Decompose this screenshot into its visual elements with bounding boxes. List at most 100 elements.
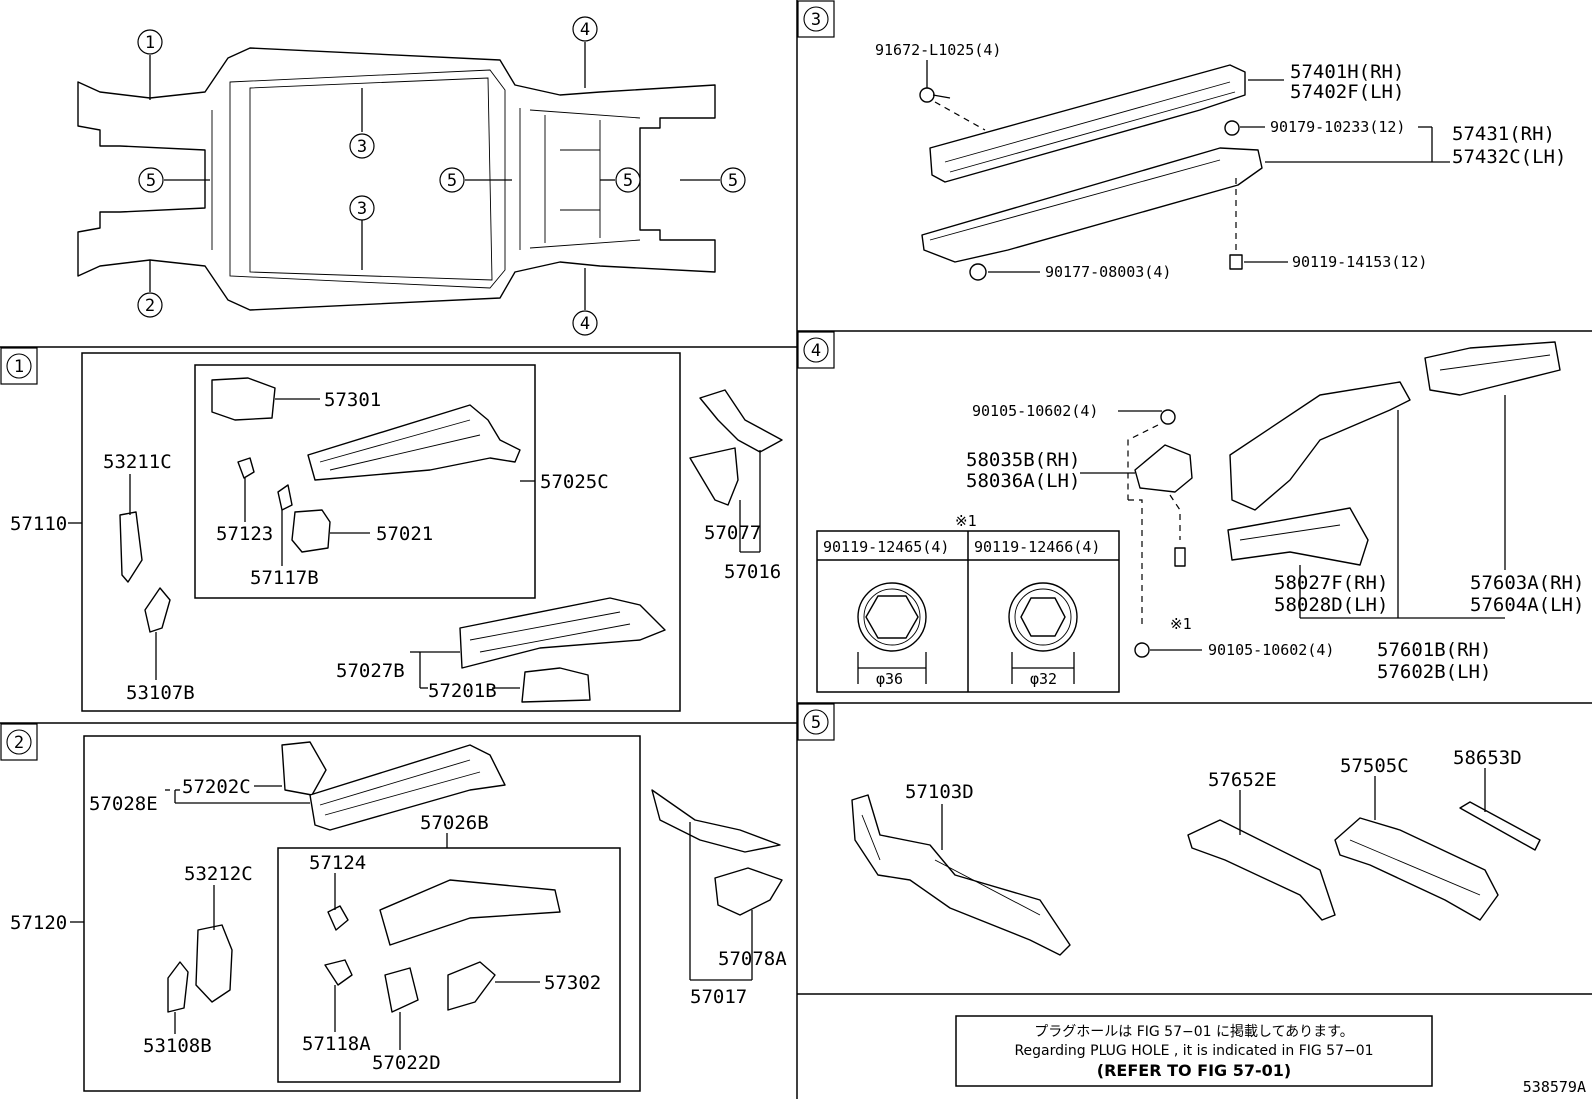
label-57117b: 57117B <box>250 567 319 589</box>
part-57103d-shape <box>851 794 1071 956</box>
section-4: 90119-12465(4) 90119-12466(4) φ36 φ32 ※1 <box>816 341 1584 693</box>
table-header-90119-12466: 90119-12466(4) <box>974 538 1100 556</box>
label-90105-10602-bottom: 90105-10602(4) <box>1208 641 1334 659</box>
part-57118a-shape <box>324 959 353 986</box>
label-57202c: 57202C <box>182 776 251 798</box>
label-90119-14153: 90119-14153(12) <box>1292 253 1427 271</box>
part-57401h-shape <box>929 64 1246 183</box>
part-53212c-shape <box>195 924 233 1003</box>
diameter-32: φ32 <box>1030 670 1057 688</box>
label-57602b: 57602B(LH) <box>1377 661 1491 683</box>
label-57120: 57120 <box>10 912 67 934</box>
label-57026b: 57026B <box>420 812 489 834</box>
label-57201b: 57201B <box>428 680 497 702</box>
label-57431: 57431(RH) <box>1452 123 1555 145</box>
label-57027b: 57027B <box>336 660 405 682</box>
svg-text:2: 2 <box>145 296 155 316</box>
label-58027f: 58027F(RH) <box>1274 572 1388 594</box>
part-57021-shape <box>291 509 331 553</box>
label-57025c: 57025C <box>540 471 609 493</box>
label-53108b: 53108B <box>143 1035 212 1057</box>
callout-5a: 5 <box>138 167 164 193</box>
part-57301-shape <box>211 377 276 421</box>
label-57603a: 57603A(RH) <box>1470 572 1584 594</box>
plug-hole-note: プラグホールは FIG 57−01 に掲載してあります。 Regarding P… <box>955 1015 1433 1087</box>
svg-text:2: 2 <box>14 733 24 753</box>
svg-text:4: 4 <box>811 341 821 361</box>
part-57025c-shape <box>307 404 521 481</box>
part-57022d-shape <box>384 967 419 1013</box>
svg-text:5: 5 <box>623 171 633 191</box>
section-1: 57110 53211C 53107B 57301 57025C 57123 5… <box>10 352 783 712</box>
section-tag-1: 1 <box>0 347 38 385</box>
part-57027b-shape <box>459 597 666 669</box>
part-57201b-shape <box>521 667 591 703</box>
label-53107b: 53107B <box>126 682 195 704</box>
part-57603a-shape <box>1424 341 1561 396</box>
section-tag-3: 3 <box>797 0 835 38</box>
section-tag-2: 2 <box>0 723 38 761</box>
svg-text:5: 5 <box>728 171 738 191</box>
section-tag-4: 4 <box>797 331 835 369</box>
part-58035b-shape <box>1134 444 1193 493</box>
part-57202c-shape <box>281 741 327 796</box>
label-57016: 57016 <box>724 561 781 583</box>
callout-3b: 3 <box>349 195 375 221</box>
section-5: 57103D 57652E 57505C 58653D <box>851 747 1541 956</box>
label-57110: 57110 <box>10 513 67 535</box>
label-57604a: 57604A(LH) <box>1470 594 1584 616</box>
note-reference: (REFER TO FIG 57-01) <box>1097 1061 1291 1080</box>
svg-text:5: 5 <box>811 713 821 733</box>
label-57652e: 57652E <box>1208 769 1277 791</box>
note-mark-2: ※1 <box>1170 615 1192 633</box>
label-57077: 57077 <box>704 522 761 544</box>
svg-text:3: 3 <box>357 137 367 157</box>
svg-text:1: 1 <box>145 33 155 53</box>
part-53107b-shape <box>144 587 171 633</box>
part-57017-shape <box>714 867 783 916</box>
diameter-36: φ36 <box>876 670 903 688</box>
svg-text:4: 4 <box>580 20 590 40</box>
part-57124-shape <box>327 905 349 931</box>
part-53108b-shape <box>167 961 189 1013</box>
callout-4a: 4 <box>572 16 598 42</box>
part-57078a-shape <box>651 789 781 853</box>
label-57022d: 57022D <box>372 1052 441 1074</box>
callout-3a: 3 <box>349 133 375 159</box>
part-57117b-shape <box>277 484 293 511</box>
label-57401h: 57401H(RH) <box>1290 61 1404 83</box>
chassis-overview: 1 2 3 3 4 4 5 5 <box>77 16 746 336</box>
label-57118a: 57118A <box>302 1033 371 1055</box>
svg-text:3: 3 <box>811 10 821 30</box>
bolt-size-table: 90119-12465(4) 90119-12466(4) φ36 φ32 <box>816 530 1120 693</box>
label-57028e: 57028E <box>89 793 158 815</box>
label-58028d: 58028D(LH) <box>1274 594 1388 616</box>
svg-text:1: 1 <box>14 357 24 377</box>
part-57505c-shape <box>1334 817 1499 921</box>
section-3: 91672-L1025(4) 57401H(RH) 57402F(LH) 901… <box>875 41 1566 281</box>
part-57652e-shape <box>1187 819 1336 921</box>
part-57077-shape <box>699 389 783 453</box>
label-57505c: 57505C <box>1340 755 1409 777</box>
label-53211c: 53211C <box>103 451 172 473</box>
part-53211c-shape <box>119 511 143 583</box>
label-90105-10602-top: 90105-10602(4) <box>972 402 1098 420</box>
section-2: 57120 57028E 57202C 57026B 53212C 53108B… <box>10 735 787 1092</box>
note-japanese: プラグホールは FIG 57−01 に掲載してあります。 <box>1034 1024 1354 1040</box>
label-53212c: 53212C <box>184 863 253 885</box>
part-58027f-shape <box>1227 507 1369 566</box>
callout-5b: 5 <box>439 167 465 193</box>
label-57123: 57123 <box>216 523 273 545</box>
note-english: Regarding PLUG HOLE , it is indicated in… <box>1014 1043 1373 1059</box>
svg-text:5: 5 <box>447 171 457 191</box>
label-57103d: 57103D <box>905 781 974 803</box>
label-57601b: 57601B(RH) <box>1377 639 1491 661</box>
part-57026b-shape <box>309 744 506 831</box>
part-57016-shape <box>689 447 739 506</box>
label-57432c: 57432C(LH) <box>1452 146 1566 168</box>
label-57021: 57021 <box>376 523 433 545</box>
part-57431-shape <box>921 147 1263 263</box>
label-90179-10233: 90179-10233(12) <box>1270 118 1405 136</box>
svg-text:4: 4 <box>580 314 590 334</box>
